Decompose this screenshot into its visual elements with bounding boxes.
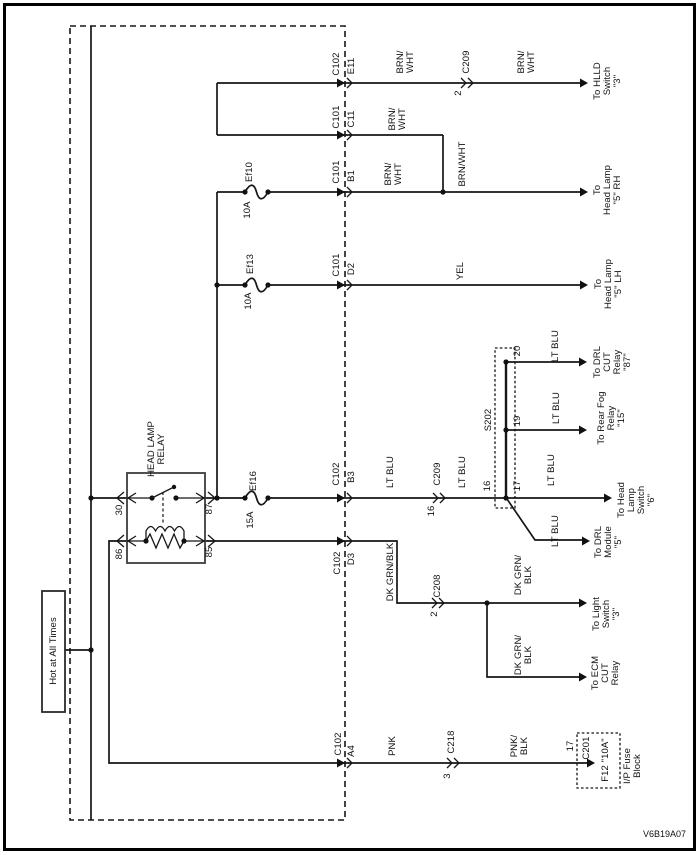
destination-label: To Light Switch "3" xyxy=(591,596,622,632)
wire-color-label: LT BLU xyxy=(385,456,396,488)
connector-pin-label: B3 xyxy=(346,471,357,483)
splice-s202-box xyxy=(494,347,516,509)
wire-color-label: BRN/ WHT xyxy=(383,162,404,186)
junction-dots xyxy=(88,189,509,653)
fuse-block-boundary xyxy=(69,25,346,821)
connector-label: C101 xyxy=(331,160,342,184)
destination-label: To DRL Module "5" xyxy=(593,525,624,559)
ip-block-connector: C201 xyxy=(581,736,592,760)
relay-title: HEAD LAMP RELAY xyxy=(146,421,167,477)
page-code: V6B19A07 xyxy=(642,829,686,839)
relay-pin-87: 87 xyxy=(204,503,215,515)
wire-color-label: BRN/WHT xyxy=(457,141,468,187)
connector-pin-label: B1 xyxy=(346,170,357,182)
inline-connector-pin: 2 xyxy=(453,90,464,96)
destination-label: To HLLD Switch "3" xyxy=(592,62,623,100)
connector-pin-label: D2 xyxy=(346,262,357,276)
destination-label: To Head Lamp "5" LH xyxy=(593,258,624,310)
fuse-symbol-ef10 xyxy=(242,184,271,200)
fuse-name-label: Ef16 xyxy=(248,471,259,491)
fuse-rating-label: 15A xyxy=(245,511,256,529)
wire-color-label: DK GRN/BLK xyxy=(385,542,396,602)
destination-label: To Head Lamp "5" RH xyxy=(592,164,623,216)
connector-pin-label: A4 xyxy=(346,745,357,757)
inline-connector-name: C209 xyxy=(432,462,443,486)
ip-block-label: I/P Fuse Block xyxy=(622,747,643,785)
head-lamp-relay-symbol xyxy=(116,472,216,564)
connector-pin-label: C11 xyxy=(346,110,357,128)
ip-block-fuse: F12 "10A" xyxy=(600,738,611,782)
connector-label: C102 xyxy=(333,732,344,756)
wire-color-label: LT BLU xyxy=(457,456,468,488)
fuse-symbol-ef13 xyxy=(242,277,271,293)
wire-color-label: BRN/ WHT xyxy=(395,50,416,74)
inline-connector-name: C218 xyxy=(446,730,457,754)
connector-label: C102 xyxy=(331,462,342,486)
inline-connector-pin: 3 xyxy=(442,773,453,779)
fuse-rating-label: 10A xyxy=(242,201,253,219)
power-source-label: Hot at All Times xyxy=(48,617,59,685)
wire-color-label: BRN/ WHT xyxy=(516,50,537,74)
wire-color-label: LT BLU xyxy=(551,392,562,424)
destination-arrows xyxy=(579,78,612,768)
inline-connector-pin: 2 xyxy=(429,611,440,617)
connector-label: C101 xyxy=(331,253,342,277)
inline-connector-symbols xyxy=(431,77,474,769)
inline-connector-name: C209 xyxy=(461,50,472,74)
splice-name: S202 xyxy=(483,408,494,432)
hot-at-all-times-box xyxy=(41,590,66,713)
wire-color-label: BRN/ WHT xyxy=(387,107,408,131)
wire-color-label: DK GRN/ BLK xyxy=(513,634,534,676)
wire-color-label: YEL xyxy=(455,261,466,281)
splice-pin-in: 16 xyxy=(482,480,493,492)
inline-connector-pin: 16 xyxy=(426,505,437,517)
fuse-name-label: Ef13 xyxy=(245,254,256,274)
relay-pin-86: 86 xyxy=(114,548,125,560)
connector-label: C101 xyxy=(331,105,342,129)
splice-pin-20: 20 xyxy=(512,345,523,357)
relay-pin-30: 30 xyxy=(114,504,125,516)
fuse-rating-label: 10A xyxy=(243,292,254,310)
connector-pin-label: D3 xyxy=(346,552,357,566)
wire-color-label: LT BLU xyxy=(546,454,557,486)
connector-label: C102 xyxy=(332,551,343,575)
bulkhead-connector-symbols xyxy=(337,77,353,769)
connector-label: C102 xyxy=(331,52,342,76)
splice-pin-19: 19 xyxy=(512,415,523,427)
wire-color-label: LT BLU xyxy=(550,515,561,547)
wire-color-label: LT BLU xyxy=(550,330,561,362)
connector-pin-label: E11 xyxy=(346,57,357,75)
splice-pin-17: 17 xyxy=(512,480,523,492)
fuse-symbol-ef16 xyxy=(242,490,271,506)
page-border xyxy=(3,3,696,851)
relay-pin-85: 85 xyxy=(204,546,215,558)
relay-coil xyxy=(145,525,185,540)
wire-color-label: DK GRN/ BLK xyxy=(513,554,534,596)
ip-fuse-block-box xyxy=(576,732,621,789)
wire-color-label: PNK xyxy=(387,736,398,756)
inline-connector-name: C208 xyxy=(432,574,443,598)
fuse-name-label: Ef10 xyxy=(244,162,255,182)
destination-label: To ECM CUT Relay xyxy=(590,655,621,691)
destination-label: To Rear Fog Relay "15" xyxy=(596,391,627,445)
ip-block-pin: 17 xyxy=(565,740,576,752)
destination-label: To Head Lamp Switch "6" xyxy=(616,481,657,519)
wire-color-label: PNK/ BLK xyxy=(509,734,530,758)
destination-label: To DRL CUT Relay "87" xyxy=(592,345,633,379)
